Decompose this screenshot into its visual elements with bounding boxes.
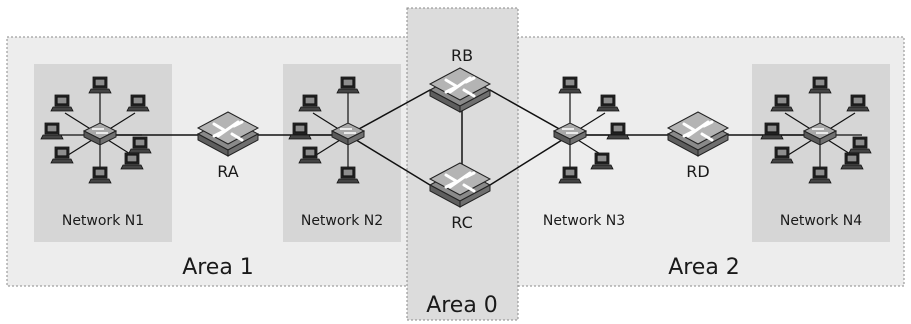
network-n1-label: Network N1 <box>62 213 144 229</box>
area-1-label: Area 1 <box>182 255 254 280</box>
link-rb-n3 <box>489 89 571 136</box>
router-rb-label: RB <box>451 46 473 65</box>
network-n3-cluster <box>553 76 630 184</box>
link-n2-rb <box>347 89 431 136</box>
network-n2-cluster <box>288 76 365 184</box>
network-n3-label: Network N3 <box>543 213 625 229</box>
router-rd-label: RD <box>686 162 709 181</box>
network-n3-box <box>525 64 643 242</box>
link-n2-rc <box>347 134 431 186</box>
network-n2-label: Network N2 <box>301 213 383 229</box>
area-2-label: Area 2 <box>668 255 740 280</box>
router-ra-label: RA <box>217 162 238 181</box>
network-n4-label: Network N4 <box>780 213 862 229</box>
network-n1-cluster <box>40 76 152 184</box>
area-0-label: Area 0 <box>426 293 498 318</box>
link-rc-n3 <box>489 134 571 186</box>
router-rc-label: RC <box>451 213 473 232</box>
network-n4-cluster <box>760 76 872 184</box>
